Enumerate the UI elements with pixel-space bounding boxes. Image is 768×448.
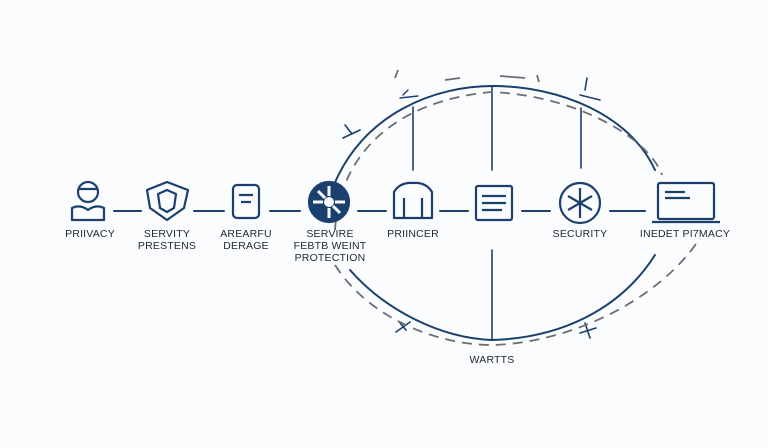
- label-line: SERVITY: [143, 228, 191, 240]
- node-label-priincer: PRIINCER: [387, 228, 439, 240]
- node-label-servire: SERVIRE FEBTB WEINT PROTECTION: [280, 228, 380, 264]
- node-label-servity: SERVITY PRESTENS: [127, 228, 207, 252]
- fan-icon: [307, 180, 351, 224]
- label-line: PROTECTION: [294, 252, 366, 264]
- ellipse-dashed-bottom: [334, 237, 701, 346]
- building-icon: [392, 181, 434, 220]
- person-icon: [70, 180, 106, 222]
- node-label-arearfu: AREARFU DERAGE: [206, 228, 286, 252]
- laptop-icon: [652, 181, 720, 224]
- label-line: PRESTENS: [137, 240, 197, 252]
- ellipse-dashed-top: [334, 91, 663, 231]
- ellipse-solid-bottom: [349, 254, 656, 342]
- scissors-circle-icon: [558, 181, 602, 225]
- label-line: SERVIRE: [306, 228, 354, 240]
- label-line: FEBTB WEINT: [293, 240, 367, 252]
- shield-icon: [145, 180, 190, 222]
- bottom-label: WARTTS: [469, 354, 515, 366]
- label-line: AREARFU: [220, 228, 272, 240]
- document-icon: [474, 184, 514, 222]
- node-label-security: SECURITY: [552, 228, 608, 240]
- clipboard-icon: [231, 183, 261, 220]
- label-line: DERAGE: [223, 240, 269, 252]
- node-label-inedet: INEDET PI7MACY: [639, 228, 731, 240]
- node-label-privacy: PRIIVACY: [65, 228, 115, 240]
